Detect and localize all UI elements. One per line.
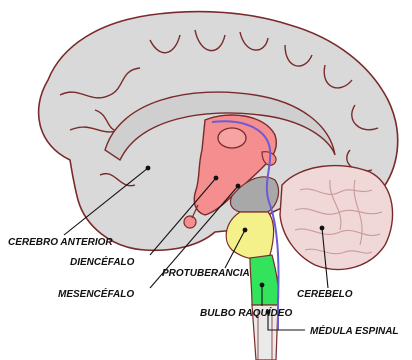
bulbo-raquideo-region (250, 255, 279, 305)
label-cerebro-anterior: CEREBRO ANTERIOR (8, 237, 113, 248)
label-diencefalo: DIENCÉFALO (70, 255, 135, 268)
label-bulbo-raquideo: BULBO RAQUÍDEO (200, 306, 292, 319)
thalamus-oval (218, 128, 246, 148)
label-protuberancia: PROTUBERANCIA (162, 268, 250, 279)
label-cerebelo: CEREBELO (297, 289, 353, 300)
label-medula-espinal: MÉDULA ESPINAL (310, 324, 399, 337)
label-mesencefalo: MESENCÉFALO (58, 287, 134, 300)
pituitary (184, 216, 196, 228)
